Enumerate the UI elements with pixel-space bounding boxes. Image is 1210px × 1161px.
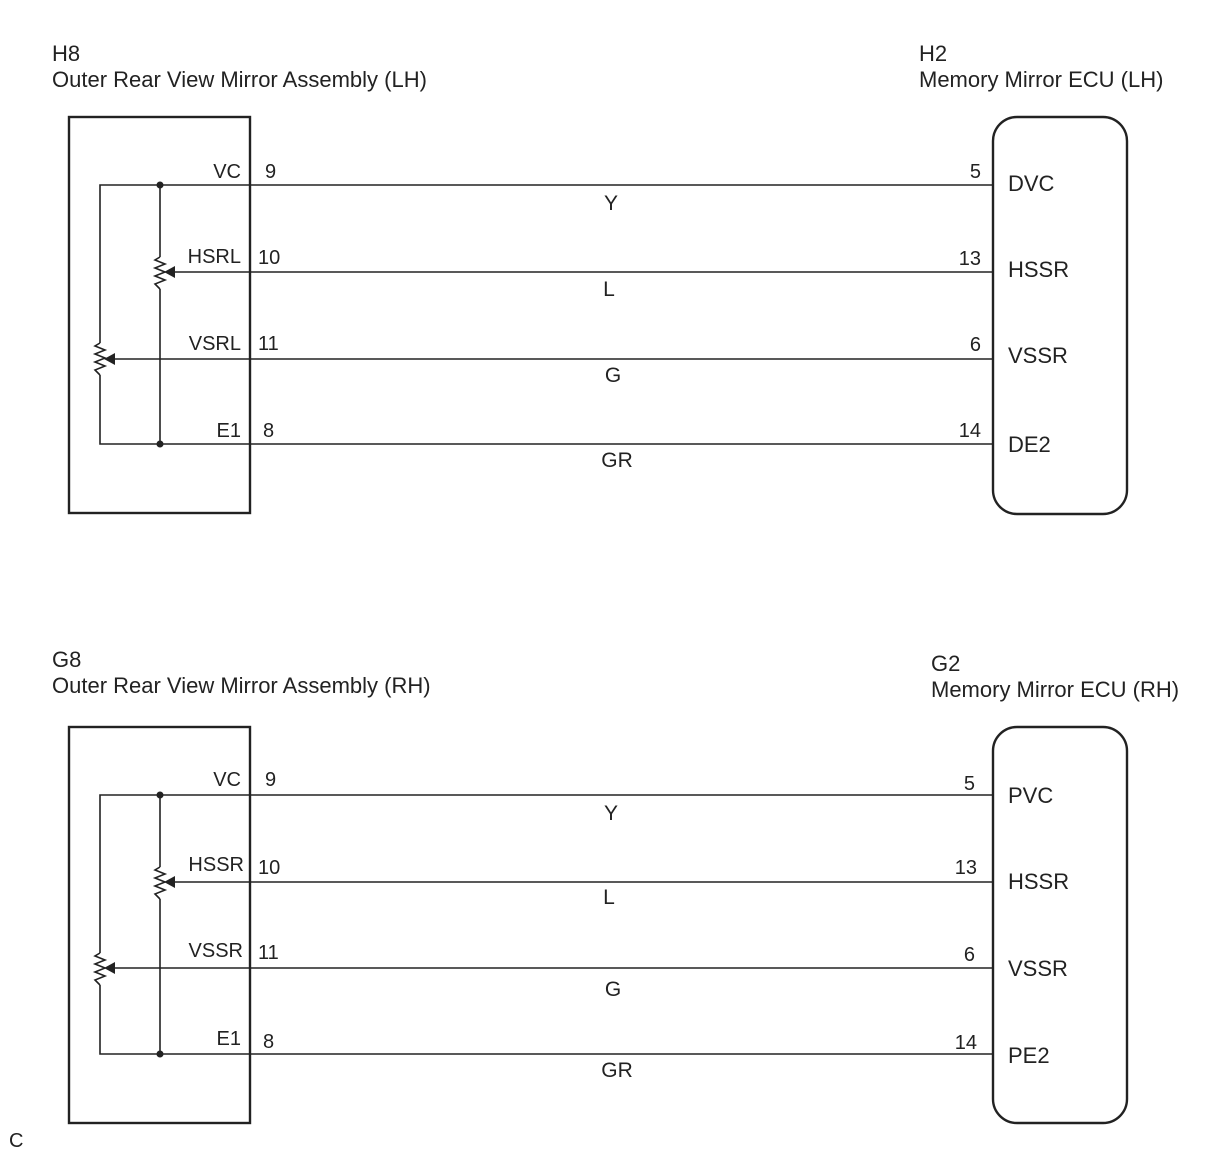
pin-number: 11 <box>258 333 279 355</box>
right-connector-code: G2 <box>931 651 960 676</box>
ecu-terminal-label: DE2 <box>1008 432 1051 457</box>
terminal-label: VC <box>213 769 241 791</box>
wire-color-code: GR <box>601 449 633 472</box>
pin-number: 8 <box>263 420 274 442</box>
pin-number: 14 <box>959 420 981 442</box>
pin-number: 9 <box>265 161 276 183</box>
left-connector-code: G8 <box>52 647 81 672</box>
right-component-name: Memory Mirror ECU (LH) <box>919 67 1163 92</box>
terminal-label: HSSR <box>188 854 244 876</box>
right-connector-code: H2 <box>919 41 947 66</box>
ecu-terminal-label: PVC <box>1008 783 1053 808</box>
mirror-internal-circuit <box>92 181 168 448</box>
pin-number: 14 <box>955 1032 977 1054</box>
arrow-left-icon <box>104 353 115 365</box>
vertical-position-sensor-resistor-icon <box>92 342 108 376</box>
ecu-box <box>991 725 1129 1125</box>
horizontal-position-sensor-resistor-icon <box>152 866 168 900</box>
pin-number: 10 <box>258 247 280 269</box>
horizontal-position-sensor-resistor-icon <box>152 256 168 290</box>
pin-number: 5 <box>970 161 981 183</box>
terminal-label: VSSR <box>189 940 243 962</box>
ecu-terminal-label: VSSR <box>1008 956 1068 981</box>
left-component-name: Outer Rear View Mirror Assembly (LH) <box>52 67 427 92</box>
arrow-left-icon <box>164 876 175 888</box>
wire-color-code: Y <box>604 802 618 825</box>
vertical-position-sensor-resistor-icon <box>92 952 108 986</box>
left-component-name: Outer Rear View Mirror Assembly (RH) <box>52 673 431 698</box>
terminal-label: HSRL <box>188 246 241 268</box>
wire-color-code: G <box>605 978 621 1001</box>
pin-number: 10 <box>258 857 280 879</box>
wire-color-code: G <box>605 364 621 387</box>
ecu-terminal-label: PE2 <box>1008 1043 1050 1068</box>
ecu-terminal-label: VSSR <box>1008 343 1068 368</box>
pin-number: 5 <box>964 773 975 795</box>
figure-code: C <box>9 1130 23 1152</box>
pin-number: 6 <box>970 334 981 356</box>
mirror-assembly-box <box>67 115 252 515</box>
diagram-lh: H8 Outer Rear View Mirror Assembly (LH) … <box>52 41 1163 516</box>
wire-color-code: GR <box>601 1059 633 1082</box>
pin-number: 8 <box>263 1031 274 1053</box>
ecu-terminal-label: HSSR <box>1008 869 1069 894</box>
terminal-label: E1 <box>217 420 241 442</box>
arrow-left-icon <box>104 962 115 974</box>
wire-color-code: Y <box>604 192 618 215</box>
pin-number: 13 <box>959 248 981 270</box>
terminal-label: VC <box>213 161 241 183</box>
diagram-rh: G8 Outer Rear View Mirror Assembly (RH) … <box>52 647 1179 1125</box>
pin-number: 11 <box>258 942 279 964</box>
terminal-label: VSRL <box>189 333 241 355</box>
pin-number: 13 <box>955 857 977 879</box>
pin-number: 9 <box>265 769 276 791</box>
wire-color-code: L <box>603 278 615 301</box>
ecu-terminal-label: HSSR <box>1008 257 1069 282</box>
ecu-terminal-label: DVC <box>1008 171 1055 196</box>
mirror-assembly-box <box>67 725 252 1125</box>
wire-color-code: L <box>603 886 615 909</box>
arrow-left-icon <box>164 266 175 278</box>
right-component-name: Memory Mirror ECU (RH) <box>931 677 1179 702</box>
left-connector-code: H8 <box>52 41 80 66</box>
terminal-label: E1 <box>217 1028 241 1050</box>
ecu-box <box>991 115 1129 516</box>
mirror-internal-circuit <box>92 791 168 1058</box>
pin-number: 6 <box>964 944 975 966</box>
